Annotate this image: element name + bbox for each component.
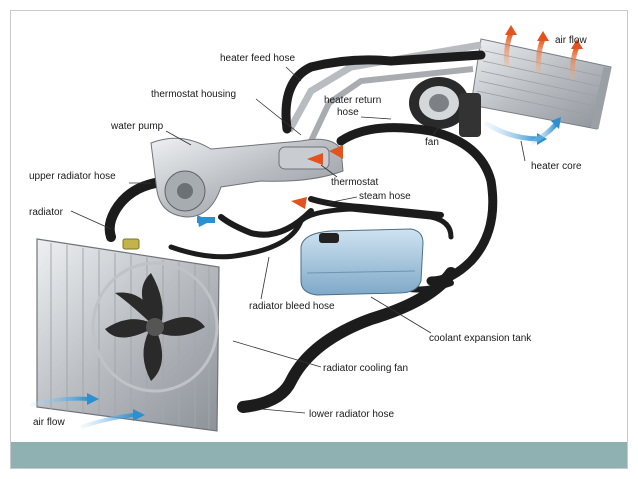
coolant-expansion-tank [300,228,424,296]
label-fan: fan [425,137,439,148]
cooling-system-diagram: heater feed hose air flow thermostat hou… [29,25,612,432]
label-steam-hose: steam hose [359,191,411,202]
blower-fan [409,77,481,137]
label-radiator: radiator [29,207,64,218]
label-air-flow-top: air flow [555,35,587,46]
radiator-cooling-fan [91,261,219,393]
label-coolant-expansion-tank: coolant expansion tank [429,333,532,344]
label-water-pump: water pump [110,121,164,132]
bottom-bar [11,442,627,468]
label-heater-return-hose: heater return [324,95,381,106]
label-radiator-bleed-hose: radiator bleed hose [249,301,335,312]
labels: heater feed hose air flow thermostat hou… [29,35,587,428]
label-upper-radiator-hose: upper radiator hose [29,171,116,182]
label-heater-core: heater core [531,161,582,172]
label-radiator-cooling-fan: radiator cooling fan [323,363,408,374]
label-heater-return-hose-2: hose [337,107,359,118]
water-pump-assembly [150,137,344,218]
label-lower-radiator-hose: lower radiator hose [309,409,394,420]
radiator [36,238,220,432]
cold-air-flow-arrows [483,117,561,146]
label-heater-feed-hose: heater feed hose [220,53,295,64]
label-thermostat-housing: thermostat housing [151,89,236,100]
leader-lines [70,66,526,414]
hot-air-flow-arrows [504,25,583,80]
label-air-flow-bottom: air flow [33,417,65,428]
hoses [104,50,498,413]
slide-frame: heater feed hose air flow thermostat hou… [10,10,628,469]
label-thermostat: thermostat [331,177,378,188]
radiator-air-flow-arrows [30,393,145,429]
coolant-flow-arrows [197,145,343,227]
